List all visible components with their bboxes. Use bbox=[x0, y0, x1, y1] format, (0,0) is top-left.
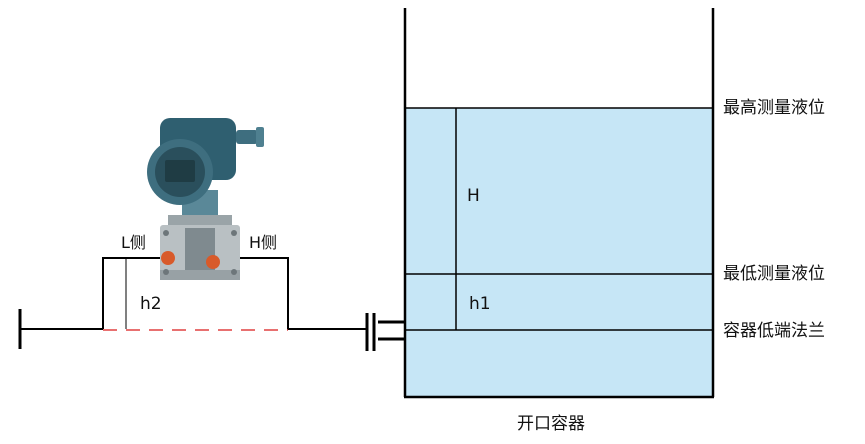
vessel-bottom-flange bbox=[365, 313, 405, 351]
max-level-label: 最高测量液位 bbox=[723, 98, 825, 118]
differential-pressure-transmitter-icon bbox=[147, 118, 264, 280]
min-level-label: 最低测量液位 bbox=[723, 264, 825, 284]
h1-label: h1 bbox=[469, 294, 491, 314]
bottom-flange-label: 容器低端法兰 bbox=[723, 321, 825, 341]
open-vessel bbox=[403, 8, 715, 399]
impulse-piping bbox=[18, 257, 366, 349]
high-side-label: H侧 bbox=[249, 233, 277, 252]
range-height-label: H bbox=[467, 186, 480, 206]
low-side-label: L侧 bbox=[121, 233, 146, 252]
vessel-label: 开口容器 bbox=[517, 414, 585, 434]
liquid-fill bbox=[405, 108, 713, 397]
h2-label: h2 bbox=[140, 294, 162, 314]
